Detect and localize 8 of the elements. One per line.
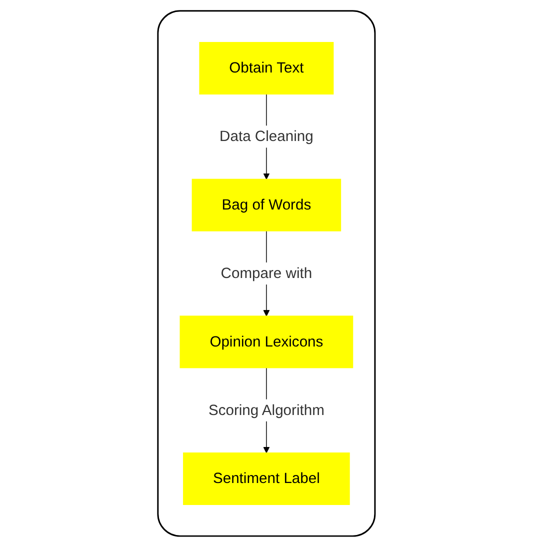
node-box: Sentiment Label <box>183 452 350 505</box>
cluster <box>157 10 376 537</box>
node-box: Bag of Words <box>192 178 342 232</box>
node-box: Opinion Lexicons <box>180 316 354 368</box>
edge-label: Data Cleaning <box>220 128 314 145</box>
edge-label: Compare with <box>220 265 312 282</box>
edge-label: Scoring Algorithm <box>208 402 324 418</box>
node-box: Obtain Text <box>199 42 334 94</box>
